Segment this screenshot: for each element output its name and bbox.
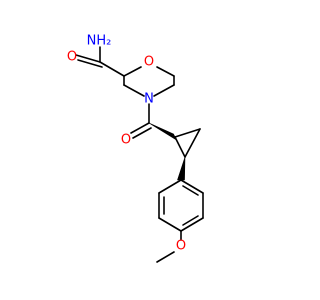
bond-ar-inner-1 [182, 185, 199, 196]
bond-c5-n4 [153, 84, 175, 97]
bond-ar-c-d [180, 217, 204, 232]
wedge-c2-aryl [177, 156, 186, 181]
bond-amide-c-ring [99, 61, 125, 77]
bond-o-ch3 [156, 251, 175, 263]
bond-cp-c1-c2 [174, 136, 186, 158]
bond-ar-d-e [158, 217, 182, 232]
bond-cp-c3-c2 [184, 128, 201, 158]
bond-carbonyl-c-o-2 [132, 127, 152, 139]
bond-o1-c6 [156, 66, 175, 77]
wedge-c1-carbonyl [148, 122, 177, 141]
atom-methoxy-oxygen-label: O [176, 239, 186, 254]
atom-amide-oxygen-label: O [67, 50, 77, 65]
bond-amide-c-o-1 [75, 54, 101, 63]
molecule-diagram: NH₂ O O N O O [67, 34, 204, 263]
atom-ring-nitrogen-label: N [144, 92, 154, 107]
bond-cp-c1-c3 [174, 128, 201, 138]
bond-ar-a-b [180, 179, 204, 194]
bond-ar-inner-2 [182, 215, 199, 226]
atom-carbonyl-oxygen-label: O [121, 133, 131, 148]
bond-ar-f-a [158, 179, 182, 194]
bond-amide-c-o-2 [77, 59, 103, 68]
bond-c2-o1 [123, 66, 142, 77]
atom-amide-nitrogen-label: NH₂ [87, 34, 112, 49]
bond-n4-c3 [123, 84, 145, 97]
atom-ring-oxygen-label: O [144, 55, 154, 70]
bond-carbonyl-c-o-1 [130, 122, 150, 134]
